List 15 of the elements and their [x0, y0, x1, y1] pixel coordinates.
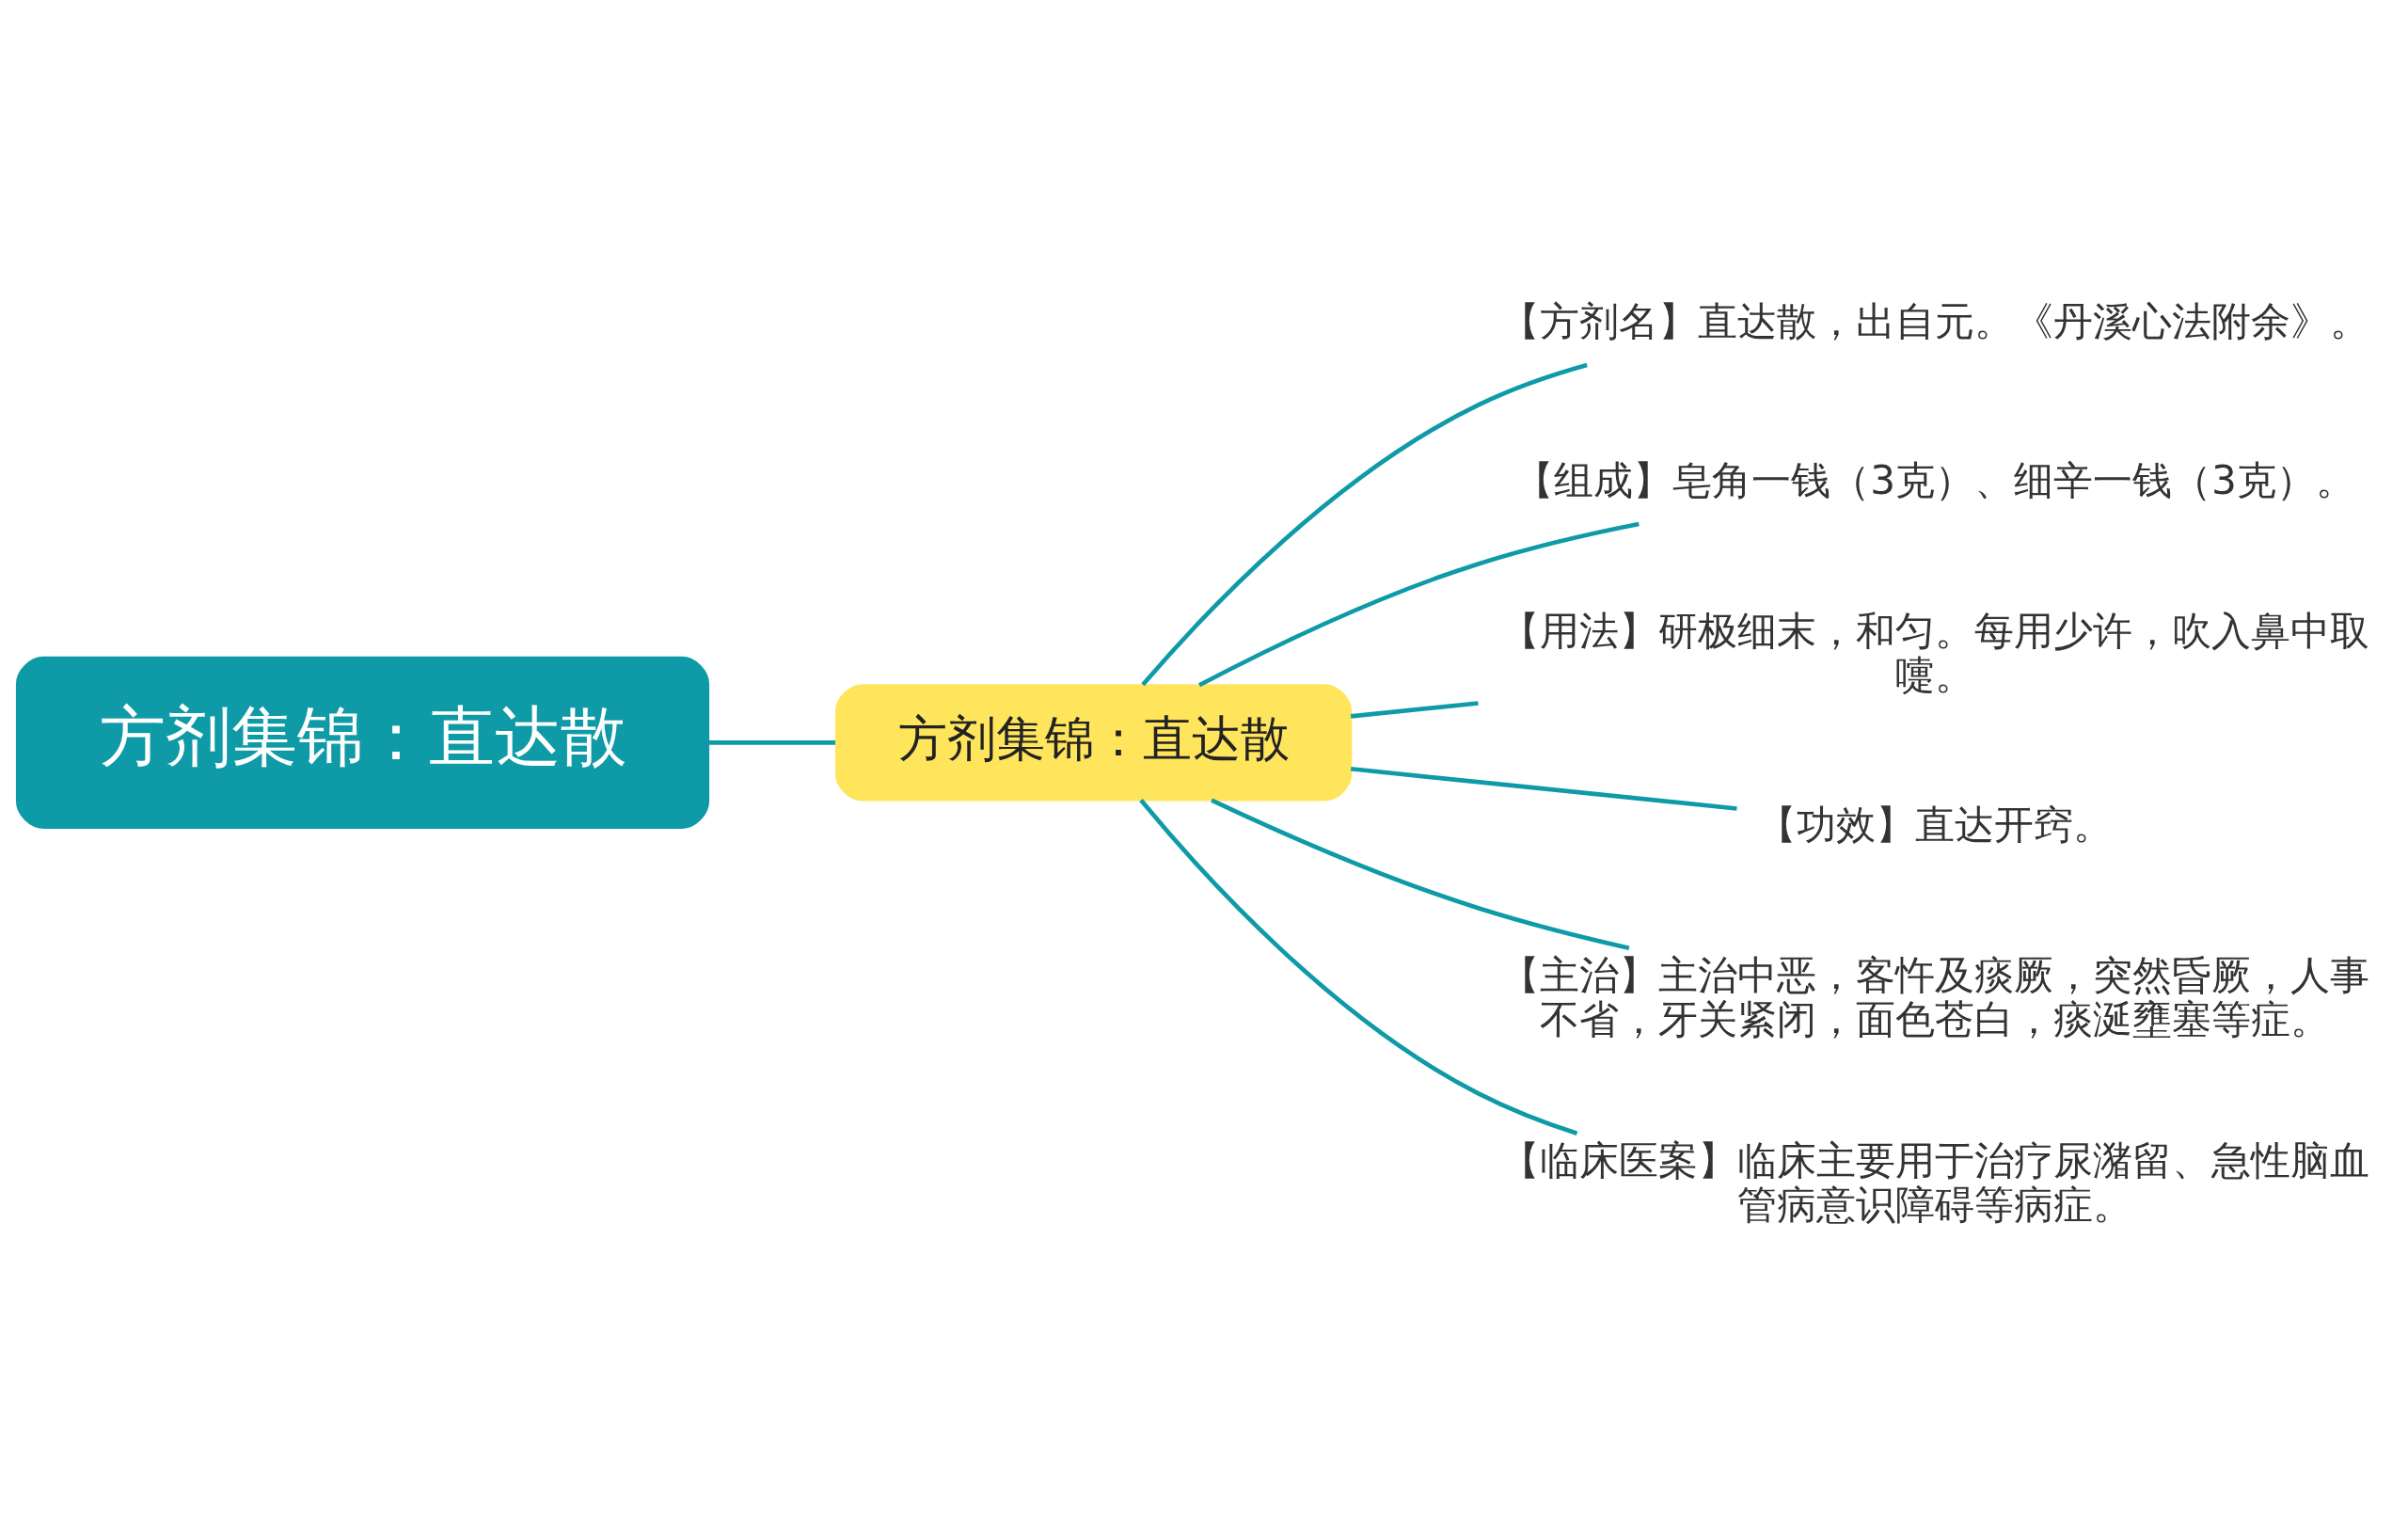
node-text: 【主治】主治中恶，客忤及痰厥，突然昏厥，人事不省，牙关紧闭，面色苍白，痰涎壅塞等症。: [1500, 951, 2370, 1042]
connector: [708, 740, 835, 745]
connector: [1139, 799, 1578, 1136]
node-text: 【临床医案】临床主要用于治疗尿潴留、急性脑血管病意识障碍等病症。: [1500, 1137, 2370, 1229]
connector: [1350, 766, 1737, 811]
node-text: 【功效】直达开窍。: [1757, 802, 2114, 849]
node-box: 方剂集锦：直达散: [834, 684, 1353, 802]
connector: [1197, 521, 1640, 688]
node-text: 【组成】皂角一钱（3克）、细辛一钱（3克）。: [1514, 457, 2355, 504]
node-text: 【用法】研极细末，和匀。每用少许，吹入鼻中取嚏。: [1500, 607, 2370, 698]
connector: [1350, 701, 1479, 719]
connector: [1141, 362, 1588, 687]
node-text: 【方剂名】直达散，出自元。《丹溪心法附余》。: [1500, 297, 2370, 344]
node-box: 方剂集锦：直达散: [15, 656, 710, 829]
connector: [1211, 798, 1630, 950]
